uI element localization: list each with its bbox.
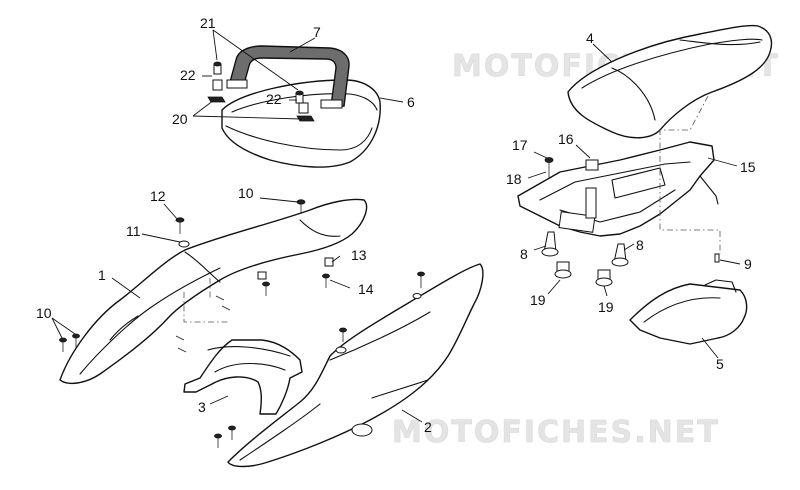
callout-12: 12 xyxy=(150,188,166,204)
part-5-under-tray xyxy=(629,279,748,345)
callout-18: 18 xyxy=(506,171,522,187)
hardware-screws-washers-21-22-20 xyxy=(207,61,315,122)
assembly-dashed-lines xyxy=(183,95,721,323)
callout-19-left: 19 xyxy=(530,292,546,308)
part-4-rider-seat xyxy=(567,24,773,139)
callout-13: 13 xyxy=(351,247,367,263)
callout-5: 5 xyxy=(716,356,724,372)
callout-15: 15 xyxy=(740,159,756,175)
callout-22-left: 22 xyxy=(180,67,196,83)
part-2-right-side-panel xyxy=(227,263,484,468)
callout-7: 7 xyxy=(313,24,321,40)
part-15-seat-support-tray xyxy=(517,141,719,237)
callout-labels: 21 7 22 22 6 20 4 16 17 18 15 12 10 11 1… xyxy=(36,15,756,435)
callout-14: 14 xyxy=(358,281,374,297)
callout-10-top: 10 xyxy=(238,185,254,201)
callout-11: 11 xyxy=(126,223,141,239)
part-1-left-side-panel xyxy=(59,198,368,385)
hardware-rubber-bolts-8-19-16-17 xyxy=(541,157,720,287)
callout-21: 21 xyxy=(200,15,216,31)
callout-3: 3 xyxy=(198,399,206,415)
callout-22-right: 22 xyxy=(266,91,282,107)
callout-leader-lines xyxy=(51,29,741,423)
callout-1: 1 xyxy=(98,267,106,283)
callout-2: 2 xyxy=(424,419,432,435)
callout-8-right: 8 xyxy=(636,237,644,253)
callout-10-bottom: 10 xyxy=(36,305,52,321)
callout-16: 16 xyxy=(558,131,574,147)
callout-8-left: 8 xyxy=(520,246,528,262)
callout-9: 9 xyxy=(744,256,752,272)
callout-20: 20 xyxy=(172,111,188,127)
watermark-bottom: MOTOFICHES.NET xyxy=(392,415,720,450)
hardware-side-panel-screws xyxy=(59,199,425,448)
callout-17: 17 xyxy=(512,137,528,153)
callout-19-right: 19 xyxy=(598,299,614,315)
callout-4: 4 xyxy=(586,30,594,46)
part-3-rear-bracket xyxy=(183,339,303,415)
callout-6: 6 xyxy=(407,94,415,110)
